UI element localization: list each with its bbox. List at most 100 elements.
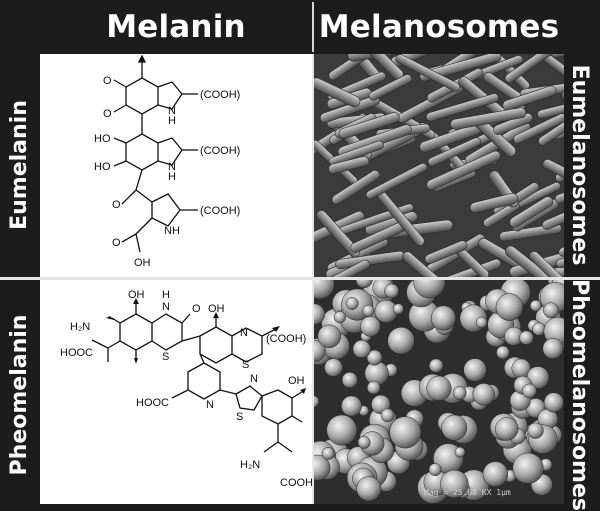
- column-divider: [312, 54, 314, 504]
- ph-h2n2: H₂N: [240, 459, 260, 471]
- ph-o-top: O: [192, 303, 201, 315]
- pheomelanin-structure-panel: OH H N O OH H₂N HOOC S N (COOH) S HOOC N…: [40, 280, 312, 504]
- spherical-melanosome: [482, 461, 509, 487]
- rod-melanosome: [542, 159, 564, 189]
- spherical-melanosome: [314, 303, 325, 325]
- spherical-melanosome: [357, 435, 371, 449]
- row-divider: [0, 277, 600, 280]
- rod-melanosome: [314, 259, 370, 277]
- eu-cooh1: (COOH): [200, 89, 240, 101]
- spherical-melanosome: [519, 330, 534, 345]
- eu-ho2: HO: [94, 161, 111, 173]
- ph-n-top: N: [162, 301, 170, 313]
- rod-melanosome: [509, 196, 554, 228]
- rod-melanosome: [502, 85, 557, 111]
- ph-n-low: N: [206, 399, 214, 411]
- rod-melanosome: [424, 240, 468, 264]
- rod-melanosome: [555, 156, 564, 183]
- row-label-eumelanin: Eumelanin: [6, 100, 32, 230]
- rod-melanosome: [529, 250, 564, 277]
- ph-s2: S: [242, 359, 249, 371]
- spherical-melanosome: [430, 305, 456, 331]
- ph-h2n1: H₂N: [70, 321, 90, 333]
- eu-n1: N: [168, 105, 176, 117]
- eu-oh1: OH: [134, 257, 151, 269]
- ph-oh3: OH: [288, 375, 305, 387]
- rod-melanosome: [469, 193, 519, 214]
- spherical-melanosome: [413, 280, 446, 299]
- spherical-melanosome: [314, 395, 320, 408]
- spherical-melanosome: [333, 311, 346, 324]
- spherical-melanosome: [317, 324, 342, 349]
- eu-h2: H: [168, 171, 176, 183]
- rod-melanosome: [331, 170, 381, 205]
- spherical-melanosome: [527, 422, 544, 439]
- eumelanin-structure-diagram: O O (COOH) N H HO HO (COOH) N H O (COOH)…: [94, 54, 240, 269]
- spherical-melanosome: [360, 316, 381, 337]
- pheomelanin-structure-diagram: OH H N O OH H₂N HOOC S N (COOH) S HOOC N…: [60, 289, 312, 489]
- spherical-melanosome: [475, 316, 488, 329]
- ph-cooh2: COOH: [280, 477, 312, 489]
- rod-melanosome: [314, 77, 361, 108]
- spherical-melanosome: [543, 302, 559, 319]
- spherical-melanosome: [366, 380, 381, 395]
- ph-cooh1: (COOH): [266, 333, 306, 345]
- spherical-melanosome: [314, 280, 335, 300]
- eumelanin-structure-panel: O O (COOH) N H HO HO (COOH) N H O (COOH)…: [40, 54, 312, 277]
- spherical-melanosome: [426, 375, 452, 401]
- rod-melanosome: [350, 219, 412, 253]
- spherical-melanosome: [345, 296, 359, 310]
- rod-melanosome: [554, 179, 564, 204]
- sphere-melanosome-texture: [314, 280, 564, 504]
- eu-cooh2: (COOH): [200, 145, 240, 157]
- rod-melanosome: [556, 248, 564, 269]
- eu-o1: O: [103, 75, 112, 87]
- rod-melanosome: [338, 112, 400, 139]
- header-melanosomes: Melanosomes: [318, 9, 560, 45]
- rod-melanosome: [483, 201, 520, 228]
- ph-n-mid: N: [240, 327, 248, 339]
- rod-melanosome: [368, 74, 413, 101]
- spherical-melanosome: [341, 395, 362, 417]
- rod-melanosome-texture: [314, 54, 564, 277]
- eu-n3: N: [164, 225, 172, 237]
- spherical-melanosome: [428, 463, 442, 476]
- rod-melanosome: [513, 113, 564, 144]
- rod-melanosome: [542, 192, 564, 230]
- eu-o2: O: [103, 108, 112, 120]
- ph-oh1: OH: [128, 289, 145, 301]
- rod-melanosome: [450, 107, 527, 130]
- ph-oh2: OH: [208, 303, 225, 315]
- spherical-melanosome: [496, 345, 510, 360]
- row-label-eumelanosomes: Eumelanosomes: [567, 64, 593, 266]
- spherical-melanosome: [529, 299, 542, 312]
- rod-melanosome: [427, 137, 482, 167]
- rod-melanosome: [538, 112, 564, 146]
- spherical-melanosome: [512, 452, 544, 484]
- spherical-melanosome: [389, 416, 422, 449]
- rod-melanosome: [425, 93, 499, 122]
- spherical-melanosome: [321, 447, 335, 460]
- rod-melanosome: [365, 163, 428, 200]
- header-divider: [312, 2, 314, 52]
- spherical-melanosome: [429, 358, 444, 373]
- rod-melanosome: [395, 54, 461, 92]
- eu-h3: H: [172, 225, 180, 237]
- spherical-melanosome: [494, 417, 519, 441]
- spherical-melanosome: [440, 469, 469, 499]
- spherical-melanosome: [454, 446, 466, 458]
- spherical-melanosome: [495, 293, 524, 321]
- rod-melanosome: [504, 54, 555, 83]
- pheomelanosomes-micrograph: Mag = 25.00 KX 1μm: [314, 280, 564, 504]
- spherical-melanosome: [356, 476, 382, 502]
- spherical-melanosome: [366, 349, 383, 366]
- spherical-melanosome: [392, 303, 404, 315]
- eu-h1: H: [168, 115, 176, 127]
- ph-h-top: H: [162, 289, 170, 301]
- spherical-melanosome: [452, 386, 467, 400]
- row-label-pheomelanin: Pheomelanin: [6, 314, 32, 476]
- spherical-melanosome: [532, 322, 546, 336]
- rod-melanosome: [328, 140, 384, 166]
- ph-hooc2: HOOC: [136, 397, 169, 409]
- spherical-melanosome: [463, 358, 487, 382]
